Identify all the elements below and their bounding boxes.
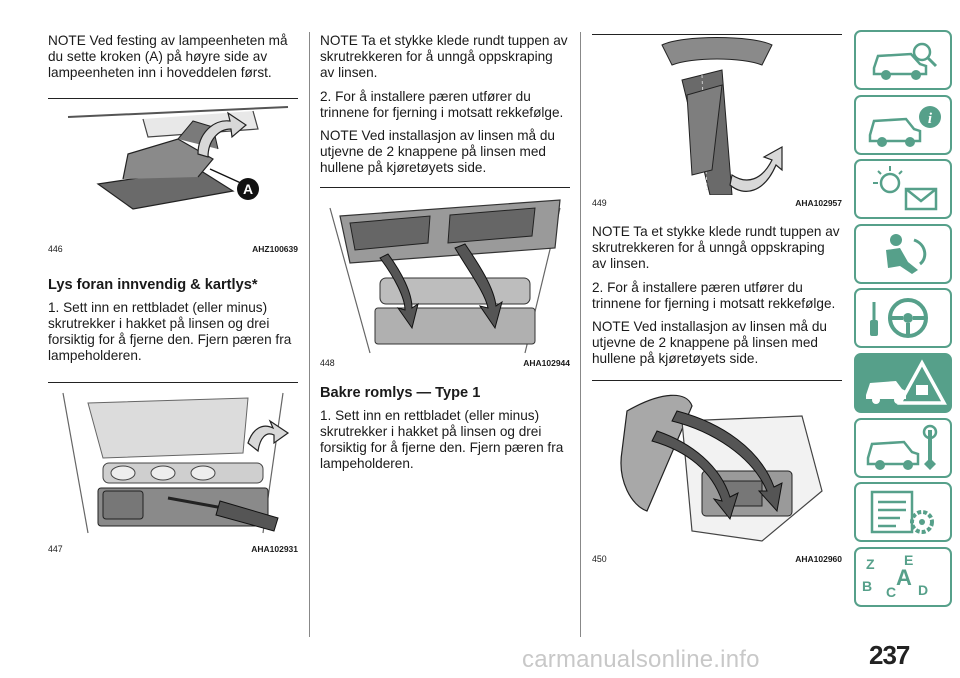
figure-code: AHA102944 <box>523 357 570 368</box>
svg-text:Z: Z <box>866 556 875 572</box>
figure-450: 450 AHA102960 <box>592 379 842 564</box>
figure-448: 448 AHA102944 <box>320 186 570 368</box>
step-2-text: 2. For å installere pæren utfører du tri… <box>592 279 836 311</box>
svg-text:D: D <box>918 582 928 598</box>
svg-text:A: A <box>896 565 912 590</box>
svg-text:B: B <box>862 578 872 594</box>
section-heading-rear-light: Bakre romlys — Type 1 <box>320 384 481 401</box>
tab-technical-data[interactable] <box>854 482 952 543</box>
figure-caption: 448 AHA102944 <box>320 355 570 368</box>
column-divider <box>580 32 581 637</box>
tab-lights-messages[interactable] <box>854 159 952 220</box>
figure-code: AHA102960 <box>795 553 842 564</box>
car-info-icon: i <box>868 105 941 147</box>
section-heading-front-light: Lys foran innvendig & kartlys* <box>48 276 258 293</box>
figure-447: 447 AHA102931 <box>48 382 298 554</box>
lamp-unit-illustration: A <box>67 105 289 210</box>
watermark: carmanualsonline.info <box>522 646 760 673</box>
rear-lamp-removal-illustration <box>620 394 823 542</box>
step-1-text: 1. Sett inn en rettbladet (eller minus) … <box>48 299 292 364</box>
figure-number: 446 <box>48 243 63 254</box>
note-install: NOTE Ved installasjon av linsen må du ut… <box>592 319 827 367</box>
figure-code: AHA102931 <box>251 544 298 555</box>
light-message-icon <box>873 166 938 211</box>
overhead-console-illustration <box>329 198 561 353</box>
column-divider <box>309 32 310 637</box>
figure-446: A 446 AHZ100639 <box>48 97 298 254</box>
car-maintenance-icon <box>866 424 938 470</box>
figure-number: 448 <box>320 357 335 368</box>
note-hook: NOTE Ved festing av lampeenheten må du s… <box>48 33 288 81</box>
column-3: 449 AHA102957 NOTE Ta et stykke klede ru… <box>592 34 842 564</box>
figure-caption: 450 AHA102960 <box>592 551 842 564</box>
step-2-text: 2. For å installere pæren utfører du tri… <box>320 88 564 120</box>
steering-wheel-icon <box>870 298 928 339</box>
figure-449: 449 AHA102957 <box>592 34 842 208</box>
figure-caption: 449 AHA102957 <box>592 195 842 208</box>
technical-data-icon <box>870 490 934 535</box>
screwdriver-lens-illustration <box>62 393 290 534</box>
column-1: NOTE Ved festing av lampeenheten må du s… <box>48 33 298 554</box>
note-cloth: NOTE Ta et stykke klede rundt tuppen av … <box>320 33 568 81</box>
tab-car-search[interactable] <box>854 30 952 90</box>
car-search-icon <box>872 42 938 80</box>
tab-safety[interactable] <box>854 223 952 284</box>
step-1-text: 1. Sett inn en rettbladet (eller minus) … <box>320 407 564 472</box>
chapter-tabs: i <box>854 30 952 611</box>
note-install: NOTE Ved installasjon av linsen må du ut… <box>320 128 555 176</box>
page-number: 237 <box>869 640 910 670</box>
svg-text:i: i <box>928 111 933 127</box>
tab-emergency[interactable] <box>854 352 952 413</box>
figure-caption: 447 AHA102931 <box>48 541 298 554</box>
figure-code: AHZ100639 <box>252 243 298 254</box>
callout-a: A <box>243 181 253 197</box>
column-2: NOTE Ta et stykke klede rundt tuppen av … <box>320 33 570 479</box>
rear-lamp-lens-illustration <box>661 37 783 195</box>
figure-number: 447 <box>48 544 63 555</box>
figure-number: 449 <box>592 198 607 208</box>
figure-caption: 446 AHZ100639 <box>48 241 298 254</box>
tab-starting-driving[interactable] <box>854 288 952 349</box>
svg-text:C: C <box>886 584 896 600</box>
tab-maintenance[interactable] <box>854 417 952 478</box>
tab-car-info[interactable]: i <box>854 94 952 155</box>
svg-text:E: E <box>904 552 913 568</box>
figure-code: AHA102957 <box>795 198 842 208</box>
emergency-warning-icon <box>866 359 947 405</box>
airbag-seat-icon <box>886 233 927 274</box>
note-cloth: NOTE Ta et stykke klede rundt tuppen av … <box>592 224 840 272</box>
figure-number: 450 <box>592 553 607 564</box>
